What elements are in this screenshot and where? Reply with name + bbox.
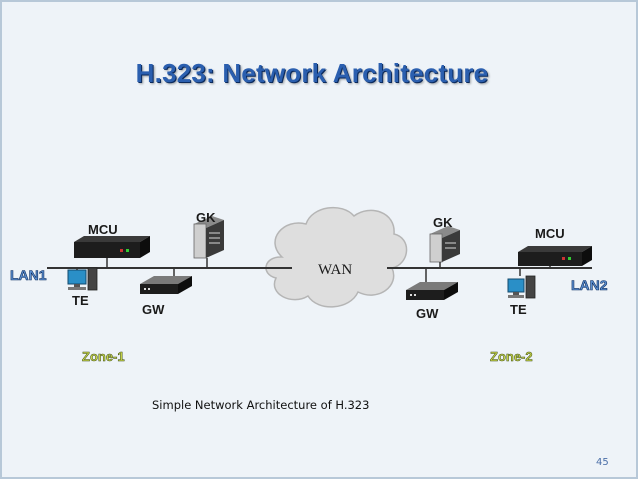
server-icon [429,226,460,263]
computer-icon [67,267,98,291]
wan-cloud [265,206,408,308]
wan-label: WAN [318,262,352,278]
mcu-icon [74,236,150,258]
gw-label-left: GW [142,302,165,317]
gateway-icon [140,276,192,294]
te-label-right: TE [510,302,527,317]
gk-label-left: GK [196,210,216,225]
server-icon [193,216,224,259]
computer-icon [507,275,536,299]
zone-2-label: Zone-2 [490,349,533,364]
gateway-icon [406,282,458,300]
mcu-label-right: MCU [535,226,565,241]
lan2-label: LAN2 [571,277,608,293]
mcu-label-left: MCU [88,222,118,237]
te-label-left: TE [72,293,89,308]
gw-label-right: GW [416,306,439,321]
gk-label-right: GK [433,215,453,230]
slide-title: H.323: Network Architecture [135,58,489,88]
lan1-label: LAN1 [10,267,47,283]
zone-1-label: Zone-1 [82,349,125,364]
mcu-icon [518,246,592,266]
diagram-caption: Simple Network Architecture of H.323 [152,398,370,412]
page-number: 45 [596,457,609,468]
